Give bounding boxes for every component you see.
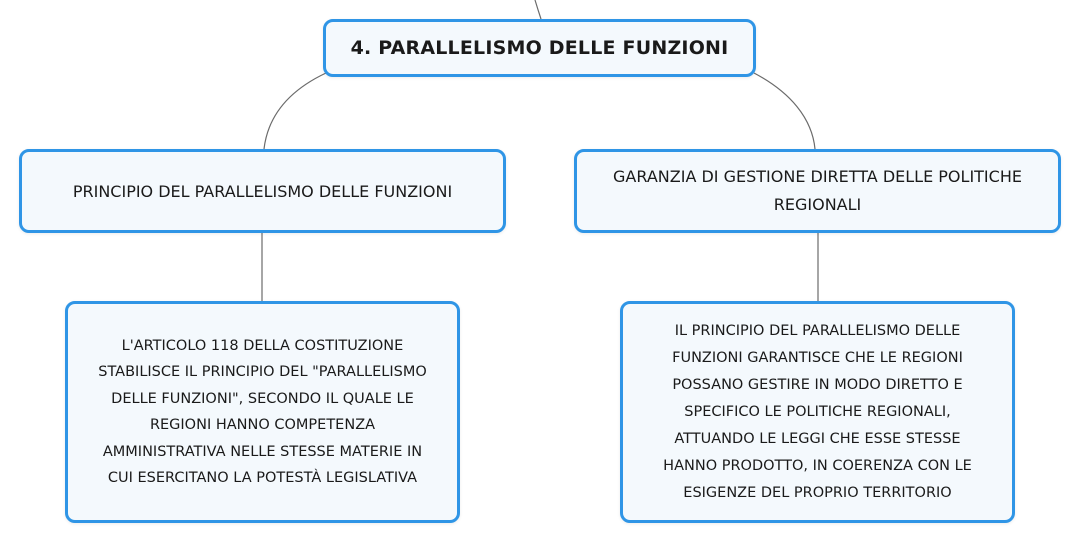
right-detail-text: IL PRINCIPIO DEL PARALLELISMO DELLE FUNZ… — [663, 322, 972, 501]
left-branch-label: PRINCIPIO DEL PARALLELISMO DELLE FUNZION… — [72, 181, 453, 201]
root-topic-label: 4. PARALLELISMO DELLE FUNZIONI — [350, 37, 729, 59]
left-detail-text: L'ARTICOLO 118 DELLA COSTITUZIONE STABIL… — [98, 337, 427, 487]
right-branch-node[interactable]: GARANZIA DI GESTIONE DIRETTA DELLE POLIT… — [574, 149, 1061, 233]
left-branch-node[interactable]: PRINCIPIO DEL PARALLELISMO DELLE FUNZION… — [19, 149, 506, 233]
connector-parent-to-root — [534, 0, 542, 20]
connector-root-to-right-branch — [753, 72, 816, 150]
root-topic-node[interactable]: 4. PARALLELISMO DELLE FUNZIONI — [323, 19, 756, 77]
connector-root-to-left-branch — [263, 72, 327, 150]
right-branch-label: GARANZIA DI GESTIONE DIRETTA DELLE POLIT… — [613, 167, 1022, 214]
left-detail-node[interactable]: L'ARTICOLO 118 DELLA COSTITUZIONE STABIL… — [65, 301, 460, 523]
right-detail-node[interactable]: IL PRINCIPIO DEL PARALLELISMO DELLE FUNZ… — [620, 301, 1015, 523]
